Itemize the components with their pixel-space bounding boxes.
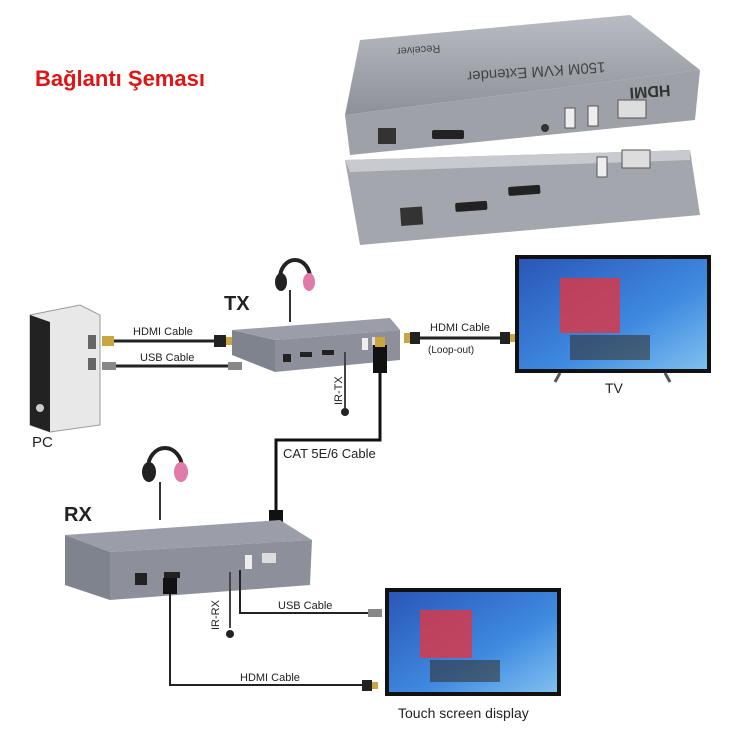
product-photo: Receiver 150M KVM Extender HDMI: [345, 15, 700, 245]
rx-usb-cable-label: USB Cable: [278, 600, 332, 612]
headphones-icon: [275, 258, 315, 322]
tx-label: TX: [224, 293, 250, 315]
tx-hdmi-cable-label: HDMI Cable: [133, 326, 193, 338]
tv: [515, 255, 711, 383]
tx-device: [232, 318, 400, 372]
cat-cable-label: CAT 5E/6 Cable: [283, 446, 376, 461]
rx-hdmi-cable-label: HDMI Cable: [240, 672, 300, 684]
tx-usb-cable-label: USB Cable: [140, 352, 194, 364]
product-top-label: Receiver: [396, 42, 440, 57]
page-title: Bağlantı Şeması: [35, 66, 205, 91]
hdmi-logo: HDMI: [629, 81, 671, 101]
ir-tx-label: IR-TX: [333, 376, 345, 405]
pc-label: PC: [32, 434, 53, 451]
tx-loop-hdmi-label: HDMI Cable: [430, 322, 490, 334]
touch-screen-display: [385, 588, 561, 696]
ir-rx-label: IR-RX: [210, 599, 222, 630]
display-label: Touch screen display: [398, 705, 529, 721]
pc-tower: [29, 304, 101, 433]
tv-label: TV: [605, 380, 624, 396]
rx-device: [65, 520, 312, 600]
headphones-icon: [142, 446, 188, 520]
rx-label: RX: [64, 504, 92, 526]
loop-out-label: (Loop-out): [428, 345, 474, 356]
